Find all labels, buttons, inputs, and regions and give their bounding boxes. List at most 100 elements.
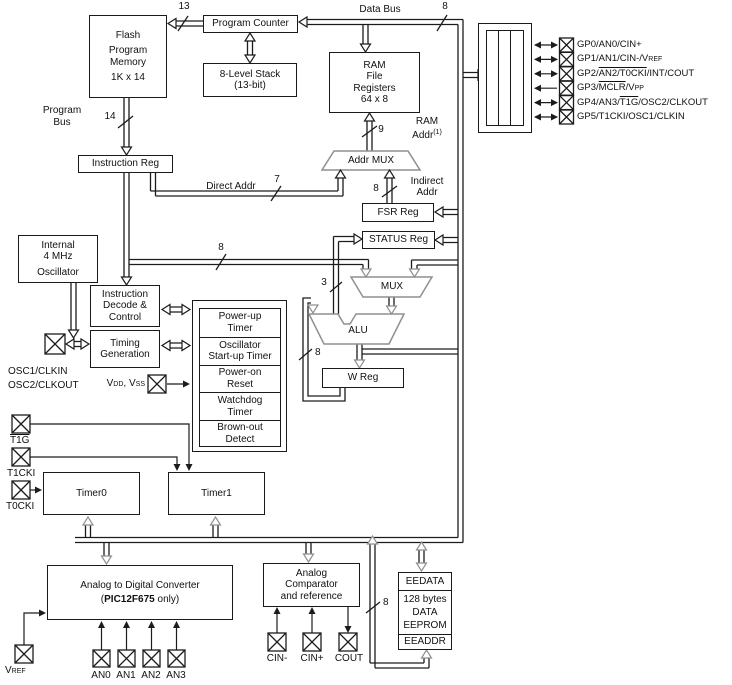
an3-pad-icon xyxy=(167,649,186,668)
gp5-pin-label: GP5/T1CKI/OSC1/CLKIN xyxy=(577,111,685,122)
timer1-block: Timer1 xyxy=(168,472,265,515)
gp0-pad-icon xyxy=(558,37,575,53)
bus-width-ee-8: 8 xyxy=(383,597,389,608)
flash-program-memory-block: Flash Program Memory 1K x 14 xyxy=(89,15,167,98)
cin-plus-label: CIN+ xyxy=(300,653,324,664)
an2-pad-icon xyxy=(142,649,161,668)
cout-pad-icon xyxy=(338,632,358,652)
flash-line3: Memory xyxy=(109,56,147,68)
stack-block: 8-Level Stack (13-bit) xyxy=(203,63,297,97)
bus-width-indirect-8: 8 xyxy=(373,183,379,194)
w-reg-block: W Reg xyxy=(322,368,404,388)
gp4-pad-icon xyxy=(558,94,575,111)
flash-line4: 1K x 14 xyxy=(111,72,145,83)
addr-mux-shape xyxy=(320,150,422,171)
ram-file-registers-block: RAM File Registers 64 x 8 xyxy=(329,52,420,113)
vref-pad-icon xyxy=(14,644,34,664)
function-unit-shapes xyxy=(307,150,434,345)
vdd-vss-pad-icon xyxy=(147,374,167,394)
data-eeprom-row: 128 bytes DATA EEPROM xyxy=(399,591,451,635)
adc-line2: (PIC12F675 only) xyxy=(100,593,180,605)
fsr-reg-block: FSR Reg xyxy=(362,203,434,222)
gp5-pad-icon xyxy=(558,109,575,125)
pad-icons xyxy=(11,37,575,668)
an0-pad-icon xyxy=(92,649,111,668)
flash-line2: Program xyxy=(108,45,148,56)
t1g-pad-icon xyxy=(11,414,31,434)
eeaddr-row: EEADDR xyxy=(404,636,446,648)
cin-minus-label: CIN- xyxy=(266,653,288,664)
bus-width-13: 13 xyxy=(178,1,190,12)
gp3-pad-icon xyxy=(558,80,575,96)
mux-shape xyxy=(349,276,434,298)
solid-arrowheads xyxy=(35,41,558,633)
osc2-clkout-label: OSC2/CLKOUT xyxy=(8,380,79,391)
alu-shape xyxy=(307,313,406,345)
mux-label: MUX xyxy=(380,281,404,292)
adc-block: Analog to Digital Converter (PIC12F675 o… xyxy=(47,565,233,620)
cin-plus-pad-icon xyxy=(302,632,322,652)
gp4-pin-label: GP4/AN3/T1G/OSC2/CLKOUT xyxy=(577,96,708,108)
timing-generation-block: Timing Generation xyxy=(90,330,160,368)
signal-lines xyxy=(23,44,557,650)
bus-width-3: 3 xyxy=(321,277,327,288)
ram-addr-label-1: RAM xyxy=(415,116,439,127)
bus-width-data8: 8 xyxy=(442,1,448,12)
bus-width-7: 7 xyxy=(274,174,280,185)
an0-label: AN0 xyxy=(91,670,111,681)
t1g-label: T1G xyxy=(10,435,30,446)
vdd-vss-label: VDD, VSS xyxy=(106,378,145,389)
internal-oscillator-block: Internal 4 MHz Oscillator xyxy=(18,235,98,283)
vref-label: VREF xyxy=(5,665,26,676)
t0cki-pad-icon xyxy=(11,480,31,500)
gp1-pad-icon xyxy=(558,51,575,68)
flash-line1: Flash xyxy=(115,29,141,41)
comparator-block: Analog Comparator and reference xyxy=(263,563,360,607)
program-bus-label-2: Bus xyxy=(53,117,71,128)
gp3-pin-label: GP3/MCLR/VPP xyxy=(577,82,644,94)
direct-addr-label: Direct Addr xyxy=(206,181,256,192)
gp2-pad-icon xyxy=(558,66,575,82)
indirect-addr-label-2: Addr xyxy=(416,187,438,198)
gp0-pin-label: GP0/AN0/CIN+ xyxy=(577,39,642,50)
an3-label: AN3 xyxy=(166,670,186,681)
port-divider-2 xyxy=(510,31,512,125)
timer0-block: Timer0 xyxy=(43,472,140,515)
bus-width-9: 9 xyxy=(378,124,384,135)
eeprom-block: EEDATA 128 bytes DATA EEPROM EEADDR xyxy=(398,572,452,650)
t0cki-label: T0CKI xyxy=(6,501,35,512)
cin-minus-pad-icon xyxy=(267,632,287,652)
an1-label: AN1 xyxy=(116,670,136,681)
ram-addr-label-2: Addr(1) xyxy=(412,129,442,141)
indirect-addr-label-1: Indirect xyxy=(410,176,444,187)
osc-pad-icon xyxy=(44,333,66,355)
an1-pad-icon xyxy=(117,649,136,668)
bus-width-ir-8: 8 xyxy=(218,242,224,253)
t1cki-pad-icon xyxy=(11,447,31,467)
addr-mux-label: Addr MUX xyxy=(347,155,395,166)
bus-width-14: 14 xyxy=(104,111,116,122)
data-bus-label: Data Bus xyxy=(359,4,401,15)
port-divider-1 xyxy=(498,31,500,125)
status-reg-block: STATUS Reg xyxy=(362,231,435,249)
program-bus-label-1: Program xyxy=(42,105,82,116)
gp1-pin-label: GP1/AN1/CIN-/VREF xyxy=(577,53,663,65)
cout-label: COUT xyxy=(334,653,364,664)
bus-lines xyxy=(70,14,479,669)
gp2-pin-label: GP2/AN2/T0CKI/INT/COUT xyxy=(577,67,695,79)
eedata-row: EEDATA xyxy=(399,573,451,592)
an2-label: AN2 xyxy=(141,670,161,681)
t1cki-label: T1CKI xyxy=(7,468,36,479)
instruction-decode-block: Instruction Decode & Control xyxy=(90,285,160,327)
program-counter-block: Program Counter xyxy=(203,15,298,33)
bus-width-wreg-8: 8 xyxy=(315,347,321,358)
open-arrowheads xyxy=(64,15,488,352)
